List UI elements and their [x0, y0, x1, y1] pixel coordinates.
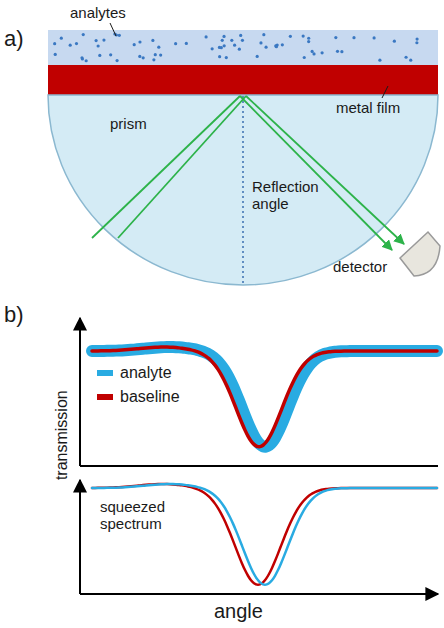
- part-label: Reflection angle: [252, 178, 332, 213]
- legend-text: baseline: [120, 388, 180, 406]
- part-label: prism: [110, 115, 147, 132]
- analyte-dots: [53, 32, 419, 62]
- normal-line: [242, 96, 244, 285]
- leader-line: [382, 86, 388, 98]
- axis-label: transmission: [53, 390, 71, 480]
- legend-entry: analyte: [97, 364, 172, 382]
- leader-line: [110, 23, 116, 36]
- spectra: [92, 347, 437, 585]
- part-label: detector: [333, 258, 387, 275]
- legend-entry: baseline: [97, 388, 180, 406]
- part-label: metal film: [336, 99, 400, 116]
- detector-symbol: [400, 232, 440, 276]
- axis-label: angle: [214, 600, 263, 623]
- legend-text: analyte: [120, 364, 172, 382]
- part-label: analytes: [70, 4, 126, 21]
- metal-film: [48, 65, 438, 95]
- panel-letter: b): [4, 302, 24, 327]
- analyte-layer: [48, 30, 438, 65]
- legend-swatch: [97, 394, 113, 400]
- prism: [48, 95, 438, 285]
- panel-letter: a): [4, 26, 24, 51]
- axes: [80, 318, 438, 594]
- plot-note: squeezed spectrum: [100, 498, 180, 533]
- legend-swatch: [97, 370, 113, 376]
- light-rays: [92, 96, 404, 250]
